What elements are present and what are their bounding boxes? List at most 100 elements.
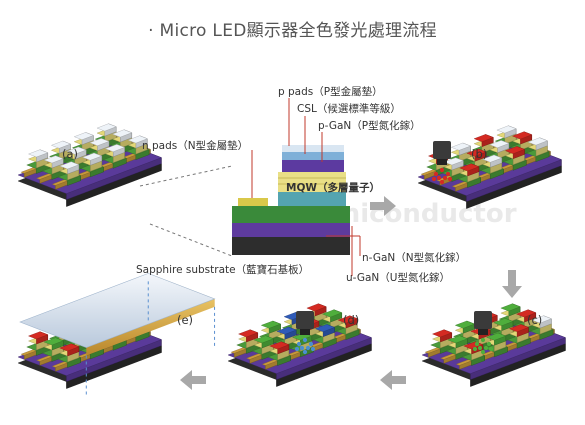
nozzle-green-tip — [478, 329, 488, 335]
nozzle-blue-tip — [300, 329, 310, 335]
chip-c-0-0-cap-top — [431, 329, 453, 338]
led-cross-section — [232, 145, 350, 255]
step-label-c: (c) — [527, 313, 543, 327]
cover-plate-top — [19, 273, 216, 348]
step-label-e: (e) — [177, 313, 194, 327]
nozzle-blue-drop-7 — [310, 346, 316, 352]
chip-a-2-0-cap-top — [59, 161, 80, 170]
csl-layer — [282, 152, 344, 160]
label-sapphire: Sapphire substrate（藍寶石基板） — [136, 264, 310, 276]
chip-d-1-0-cap-top — [253, 335, 274, 344]
nozzle-blue — [294, 311, 316, 355]
n-pad-block — [238, 198, 268, 206]
nozzle-red-tip — [437, 159, 447, 165]
chip-d-0-1-cap-top — [260, 320, 282, 329]
chip-b-0-3-cap-top — [496, 125, 517, 134]
u-gan-layer — [232, 223, 350, 237]
chip-d-0-3-cap-top — [306, 303, 327, 312]
chip-d-2-0-cap-top — [269, 341, 290, 350]
chip-b-0-2-cap-top — [473, 134, 494, 142]
mqw-base — [278, 190, 346, 206]
label-n-gan: n-GaN（N型氮化鎵） — [362, 252, 467, 264]
chip-a-2-1-cap-top — [82, 152, 103, 161]
chip-a-1-0-cap-top — [43, 155, 64, 164]
chip-a-0-2-cap-top — [73, 132, 94, 140]
p-pad-layer — [282, 145, 344, 152]
nozzle-red-drop-1 — [433, 171, 439, 177]
chip-e-1-0-cap-top — [43, 337, 64, 346]
zoom-line-bottom — [149, 223, 233, 257]
nozzle-green-drop-7 — [488, 346, 494, 352]
label-p-pads: p pads（P型金屬墊） — [278, 86, 383, 98]
nozzle-blue-drop-3 — [299, 345, 305, 351]
chip-a-1-1-cap-top — [66, 146, 87, 155]
nozzle-red-drop-6 — [431, 176, 437, 182]
cover-plate-front — [86, 298, 215, 356]
nozzle-green — [472, 311, 494, 355]
nozzle-green-drop-4 — [483, 345, 489, 351]
chip-d-1-1-cap-top — [276, 326, 297, 335]
nozzle-red-drop-2 — [445, 171, 451, 177]
nozzle-blue-drop-6 — [294, 346, 300, 352]
nozzle-red-drop-5 — [439, 179, 445, 185]
nozzle-red-drop-0 — [439, 167, 445, 173]
chip-e-2-0-cap-top — [59, 343, 80, 352]
nozzle-green-drop-5 — [480, 349, 486, 355]
chip-b-1-0-cap-top — [443, 157, 464, 166]
step-label-d: (d) — [343, 313, 360, 327]
page-title: · Micro LED顯示器全色發光處理流程 — [148, 21, 437, 41]
chip-c-2-3-cap-top — [531, 315, 552, 324]
nozzle-blue-body — [296, 311, 314, 329]
chip-b-2-1-cap-top — [482, 154, 503, 163]
nozzle-red-drop-4 — [442, 175, 448, 181]
chip-b-2-3-cap-top — [527, 137, 548, 146]
chip-a-2-2-cap-top — [104, 144, 126, 152]
chip-d-1-3-cap-top — [322, 309, 343, 318]
chip-a-0-0-cap-top — [27, 149, 49, 158]
wafer-b — [417, 125, 562, 209]
nozzle-green-body — [474, 311, 492, 329]
chip-b-1-3-cap-top — [511, 131, 533, 140]
chip-c-0-3-cap-top — [500, 303, 521, 312]
chip-d-2-3-cap-top — [337, 315, 358, 324]
nozzle-blue-drop-4 — [305, 345, 311, 351]
label-u-gan: u-GaN（U型氮化鎵） — [346, 272, 450, 284]
label-csl: CSL（候選標準等級） — [297, 103, 401, 115]
chip-a-1-2-cap-top — [89, 138, 110, 146]
chip-e-0-0-cap-top — [27, 331, 49, 340]
label-n-pads: n pads（N型金屬墊） — [142, 140, 249, 152]
nozzle-red-drop-3 — [436, 175, 442, 181]
leader-lines — [251, 98, 361, 276]
arrow-c-to-d — [380, 370, 406, 390]
step-label-b: (b) — [471, 147, 488, 161]
chip-b-2-2-cap-top — [504, 146, 526, 154]
chip-d-2-2-cap-top — [314, 324, 336, 332]
chip-c-1-3-cap-top — [515, 309, 537, 318]
wafer-a — [17, 123, 162, 207]
arrow-a-to-b — [370, 196, 396, 216]
wafer-c — [421, 303, 566, 387]
chip-c-1-0-cap-top — [447, 335, 468, 344]
cover-drop-lines — [85, 281, 216, 398]
chip-c-2-1-cap-top — [486, 332, 507, 341]
cover-plate — [19, 273, 216, 356]
chip-b-1-2-cap-top — [489, 140, 510, 148]
zoom-line-top — [139, 165, 233, 187]
n-gan-layer — [232, 206, 350, 223]
nozzle-green-drop-3 — [477, 345, 483, 351]
chip-b-0-1-cap-top — [450, 142, 472, 151]
chip-c-2-2-cap-top — [508, 324, 530, 332]
nozzle-green-drop-2 — [486, 341, 492, 347]
p-gan-layer — [282, 160, 344, 172]
chip-a-0-1-cap-top — [50, 140, 72, 149]
chip-a-0-3-cap-top — [96, 123, 117, 132]
nozzle-red-body — [433, 141, 451, 159]
nozzle-blue-drop-2 — [308, 341, 314, 347]
nozzle-red — [431, 141, 453, 185]
mqw-layer — [278, 172, 346, 192]
nozzle-blue-drop-5 — [302, 349, 308, 355]
chip-d-0-0-cap-top — [238, 329, 259, 338]
nozzle-green-drop-1 — [474, 341, 480, 347]
